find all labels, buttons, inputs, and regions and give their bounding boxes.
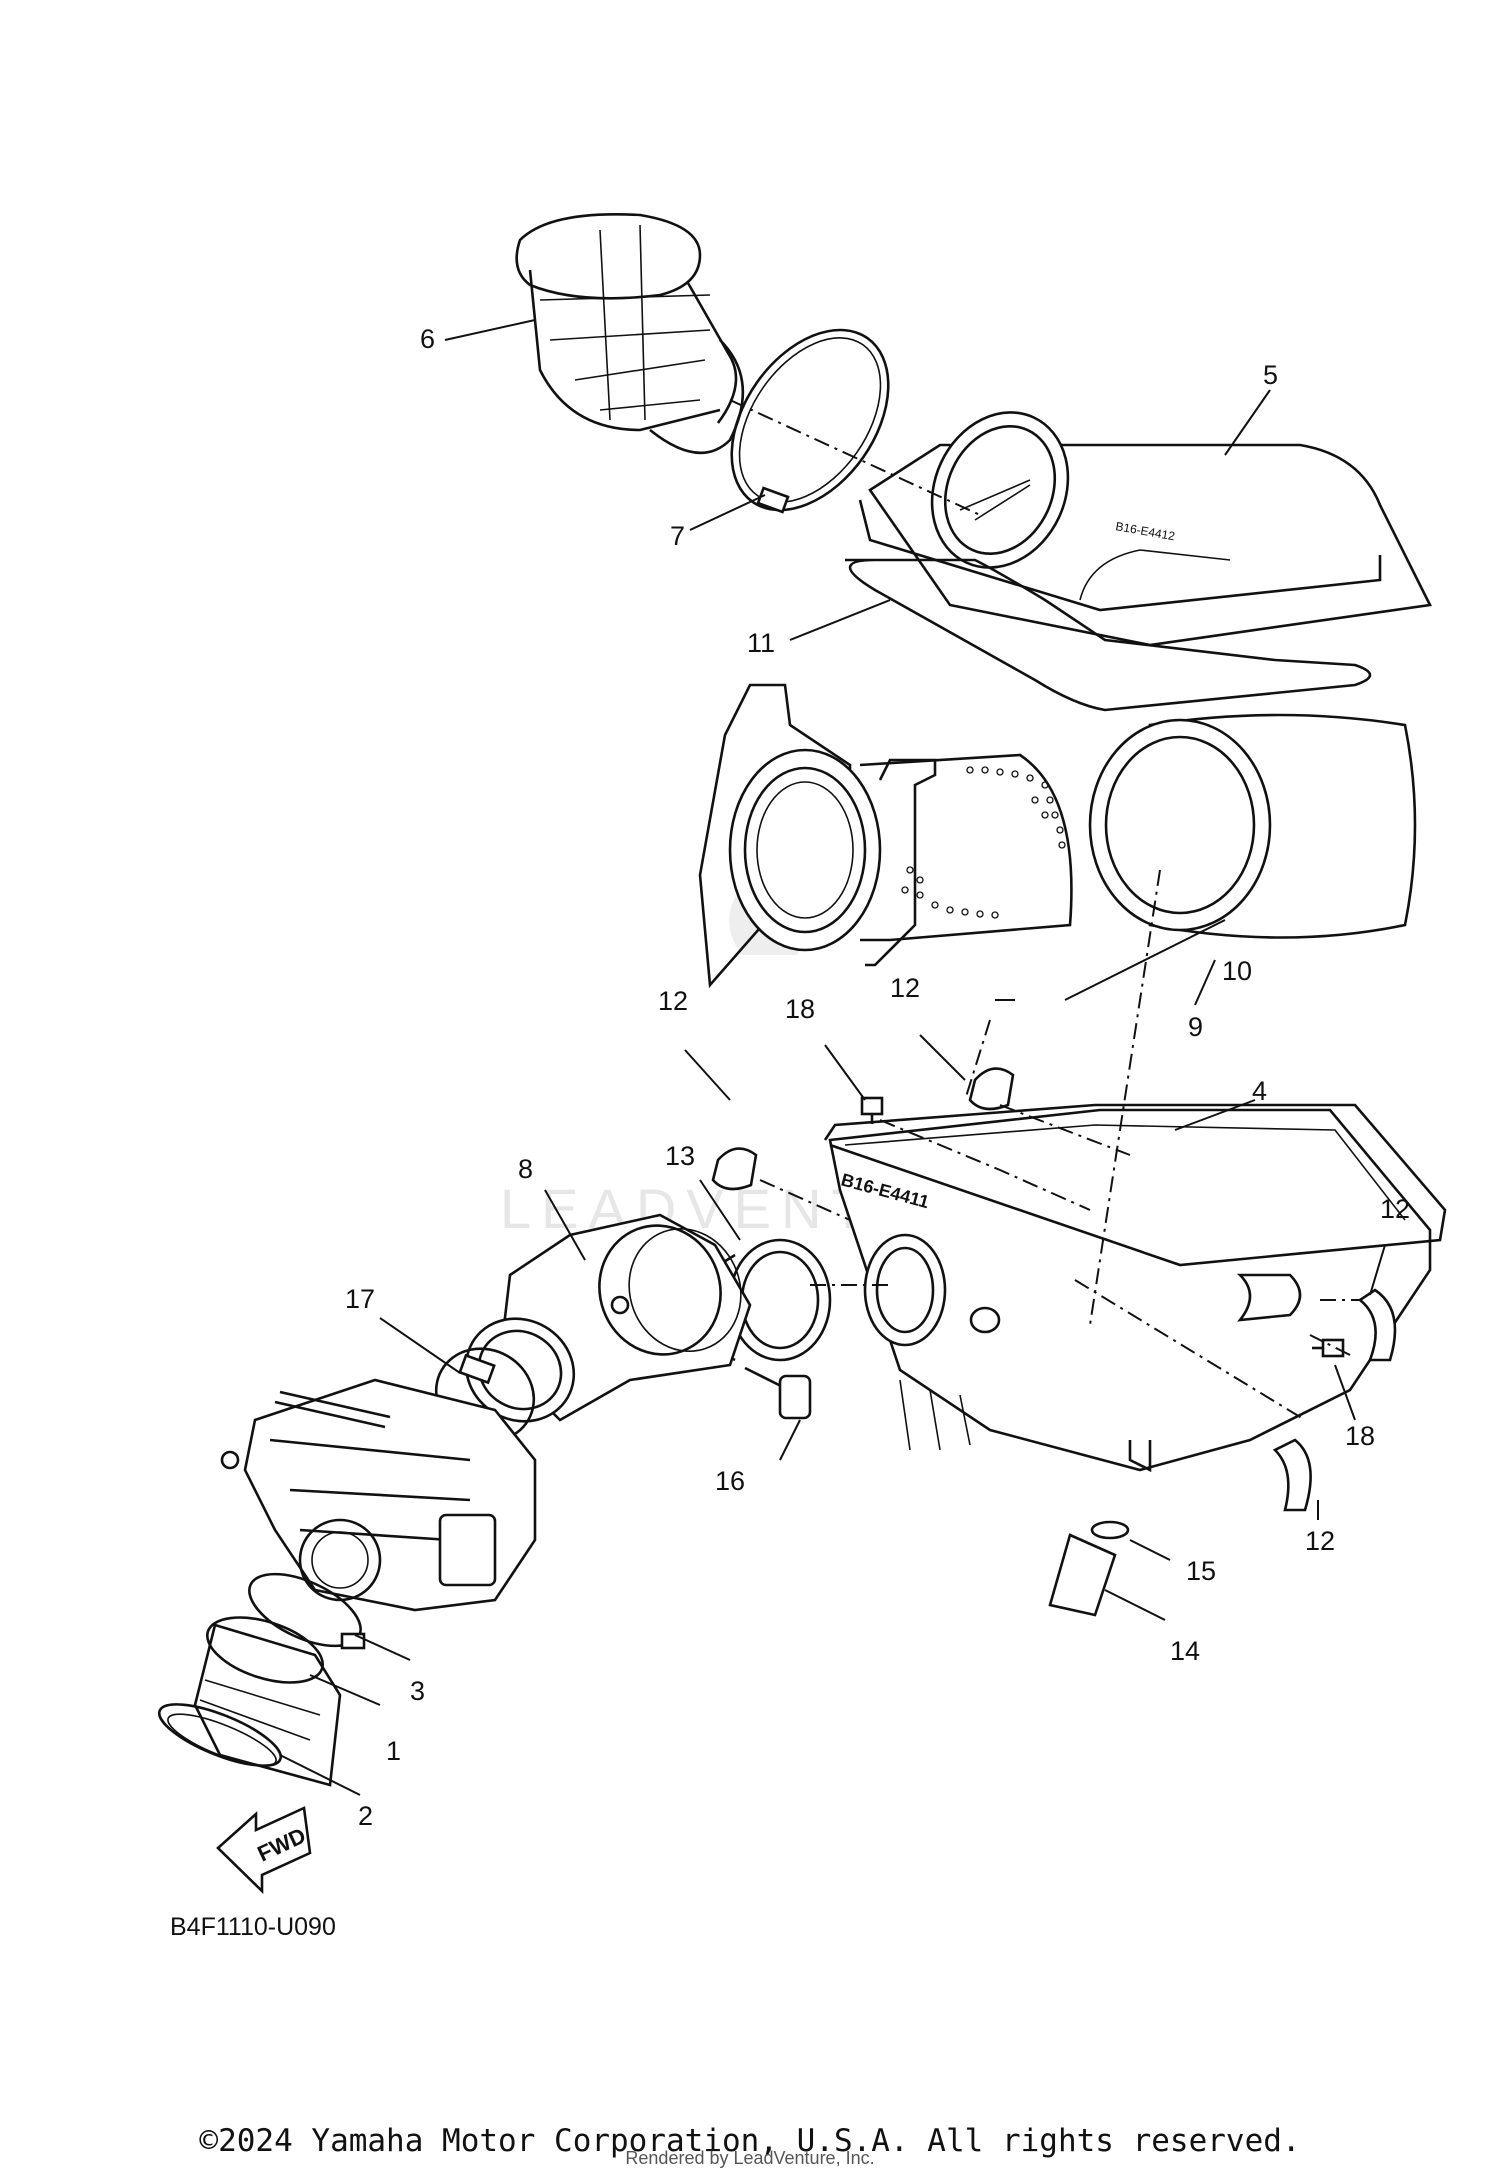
hose-clamp-part-7 bbox=[730, 328, 890, 514]
callout-4: 4 bbox=[1252, 1076, 1267, 1106]
fwd-arrow: FWD bbox=[216, 1806, 312, 1895]
clamp-part-3 bbox=[248, 1572, 366, 1650]
callout-12b: 12 bbox=[890, 973, 920, 1003]
clamp-part-2 bbox=[157, 1703, 283, 1767]
callout-10: 10 bbox=[1222, 956, 1252, 986]
intake-duct-part-6 bbox=[515, 213, 745, 455]
callout-7: 7 bbox=[670, 521, 685, 551]
filter-perforation bbox=[901, 766, 1066, 919]
callouts: 6 7 11 5 10 9 4 12 18 12 8 13 17 16 12 1… bbox=[345, 324, 1410, 1831]
callout-12c: 12 bbox=[1380, 1194, 1410, 1224]
callout-18b: 18 bbox=[1345, 1421, 1375, 1451]
gasket-part-11 bbox=[845, 558, 1372, 712]
foam-filter-part-10 bbox=[1088, 713, 1417, 939]
callout-11: 11 bbox=[747, 628, 775, 658]
callout-15: 15 bbox=[1186, 1556, 1216, 1586]
sensor-part-16 bbox=[744, 1366, 812, 1420]
clip-part-12c bbox=[1357, 1288, 1397, 1362]
clip-part-12a bbox=[711, 1147, 758, 1191]
callout-12d: 12 bbox=[1305, 1526, 1335, 1556]
callout-16: 16 bbox=[715, 1466, 745, 1496]
rendered-by-credit: Rendered by LeadVenture, Inc. bbox=[625, 2148, 875, 2168]
callout-17: 17 bbox=[345, 1284, 375, 1314]
alignment-lines bbox=[729, 399, 1360, 1421]
callout-8: 8 bbox=[518, 1154, 533, 1184]
leader-lines bbox=[279, 319, 1386, 1796]
callout-3: 3 bbox=[410, 1676, 425, 1706]
callout-13: 13 bbox=[665, 1141, 695, 1171]
callout-9: 9 bbox=[1188, 1012, 1203, 1042]
bolt-part-18a bbox=[860, 1096, 884, 1124]
callout-5: 5 bbox=[1263, 360, 1278, 390]
callout-18a: 18 bbox=[785, 994, 815, 1024]
callout-6: 6 bbox=[420, 324, 435, 354]
drain-hose-part-14 bbox=[1048, 1533, 1117, 1617]
callout-1: 1 bbox=[386, 1736, 401, 1766]
diagram-code: B4F1110-U090 bbox=[170, 1913, 336, 1941]
airbox-case-part-4: B16-E4411 bbox=[823, 1103, 1447, 1473]
copyright-notice: ©2024 Yamaha Motor Corporation, U.S.A. A… bbox=[199, 2123, 1301, 2159]
callout-12a: 12 bbox=[658, 986, 688, 1016]
clip-part-12d bbox=[1272, 1438, 1312, 1512]
callout-14: 14 bbox=[1170, 1636, 1200, 1666]
hose-clip-part-15 bbox=[1090, 1520, 1130, 1540]
callout-2: 2 bbox=[358, 1801, 373, 1831]
clip-part-12b bbox=[968, 1067, 1015, 1111]
air-filter-part-9 bbox=[698, 683, 1073, 989]
intake-boot-part-8 bbox=[464, 1213, 752, 1423]
airbox-cover-part-5: B16-E4412 bbox=[858, 411, 1432, 647]
throttle-body bbox=[220, 1378, 537, 1612]
joint-part-1 bbox=[193, 1616, 342, 1787]
